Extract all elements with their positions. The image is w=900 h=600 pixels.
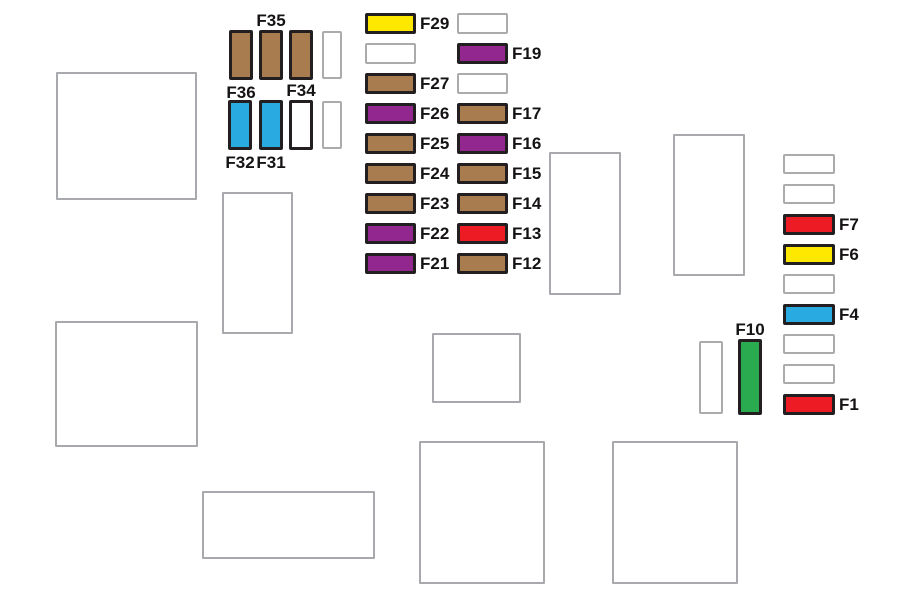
fuse-F24 bbox=[365, 163, 416, 184]
fuse-F17 bbox=[457, 103, 508, 124]
fuse-label-F35: F35 bbox=[256, 11, 286, 30]
fuse-F26 bbox=[365, 103, 416, 124]
fuse-F14 bbox=[457, 193, 508, 214]
fuse-label-F23: F23 bbox=[420, 194, 450, 213]
fuse-label-F1: F1 bbox=[839, 395, 859, 414]
empty-fuse-slot bbox=[365, 43, 416, 64]
fuse-label-F31: F31 bbox=[256, 153, 286, 172]
fuse-F32 bbox=[228, 100, 252, 150]
fuse-F22 bbox=[365, 223, 416, 244]
fuse-label-F19: F19 bbox=[512, 44, 542, 63]
fuse-F15 bbox=[457, 163, 508, 184]
connector-box-8 bbox=[419, 441, 545, 584]
empty-fuse-slot bbox=[322, 101, 342, 149]
fuse-F16 bbox=[457, 133, 508, 154]
fuse-label-F27: F27 bbox=[420, 74, 450, 93]
fuse-F35 bbox=[259, 30, 283, 80]
fuse-label-F15: F15 bbox=[512, 164, 542, 183]
fuse-label-F10: F10 bbox=[735, 320, 765, 339]
empty-fuse-slot bbox=[457, 13, 508, 34]
fuse-label-F6: F6 bbox=[839, 245, 859, 264]
connector-box-3 bbox=[55, 321, 198, 447]
fuse-F23 bbox=[365, 193, 416, 214]
fuse-F31 bbox=[259, 100, 283, 150]
fuse-label-F25: F25 bbox=[420, 134, 450, 153]
fuse-label-F7: F7 bbox=[839, 215, 859, 234]
empty-fuse-slot bbox=[699, 341, 723, 414]
fuse-F1 bbox=[783, 394, 835, 415]
fuse-unlabeled bbox=[289, 30, 313, 80]
fuse-label-F26: F26 bbox=[420, 104, 450, 123]
fuse-label-F13: F13 bbox=[512, 224, 542, 243]
fuse-label-F29: F29 bbox=[420, 14, 450, 33]
empty-fuse-slot bbox=[783, 154, 835, 174]
fuse-F13 bbox=[457, 223, 508, 244]
fuse-F36 bbox=[229, 30, 253, 80]
fuse-F7 bbox=[783, 214, 835, 235]
fuse-label-F12: F12 bbox=[512, 254, 542, 273]
empty-fuse-slot bbox=[783, 364, 835, 384]
fuse-label-F4: F4 bbox=[839, 305, 859, 324]
connector-box-7 bbox=[202, 491, 375, 559]
fuse-F6 bbox=[783, 244, 835, 265]
connector-box-6 bbox=[432, 333, 521, 403]
fuse-label-F21: F21 bbox=[420, 254, 450, 273]
fuse-label-F24: F24 bbox=[420, 164, 450, 183]
connector-box-4 bbox=[549, 152, 621, 295]
fuse-label-F17: F17 bbox=[512, 104, 542, 123]
fuse-label-F36: F36 bbox=[226, 83, 256, 102]
fuse-F4 bbox=[783, 304, 835, 325]
fuse-label-F22: F22 bbox=[420, 224, 450, 243]
empty-fuse-slot bbox=[457, 73, 508, 94]
fuse-F12 bbox=[457, 253, 508, 274]
connector-box-5 bbox=[673, 134, 745, 276]
empty-fuse-slot bbox=[783, 334, 835, 354]
fuse-F25 bbox=[365, 133, 416, 154]
fuse-label-F14: F14 bbox=[512, 194, 542, 213]
fuse-F27 bbox=[365, 73, 416, 94]
fuse-F29 bbox=[365, 13, 416, 34]
connector-box-1 bbox=[56, 72, 197, 200]
fuse-label-F16: F16 bbox=[512, 134, 542, 153]
fuse-F21 bbox=[365, 253, 416, 274]
fuse-label-F32: F32 bbox=[225, 153, 255, 172]
empty-fuse-slot bbox=[783, 274, 835, 294]
fuse-F10 bbox=[738, 339, 762, 415]
connector-box-9 bbox=[612, 441, 738, 584]
empty-fuse-slot bbox=[783, 184, 835, 204]
fuse-label-F34: F34 bbox=[286, 81, 316, 100]
empty-fuse-slot bbox=[322, 31, 342, 79]
connector-box-2 bbox=[222, 192, 293, 334]
fuse-F34 bbox=[289, 100, 313, 150]
fuse-F19 bbox=[457, 43, 508, 64]
